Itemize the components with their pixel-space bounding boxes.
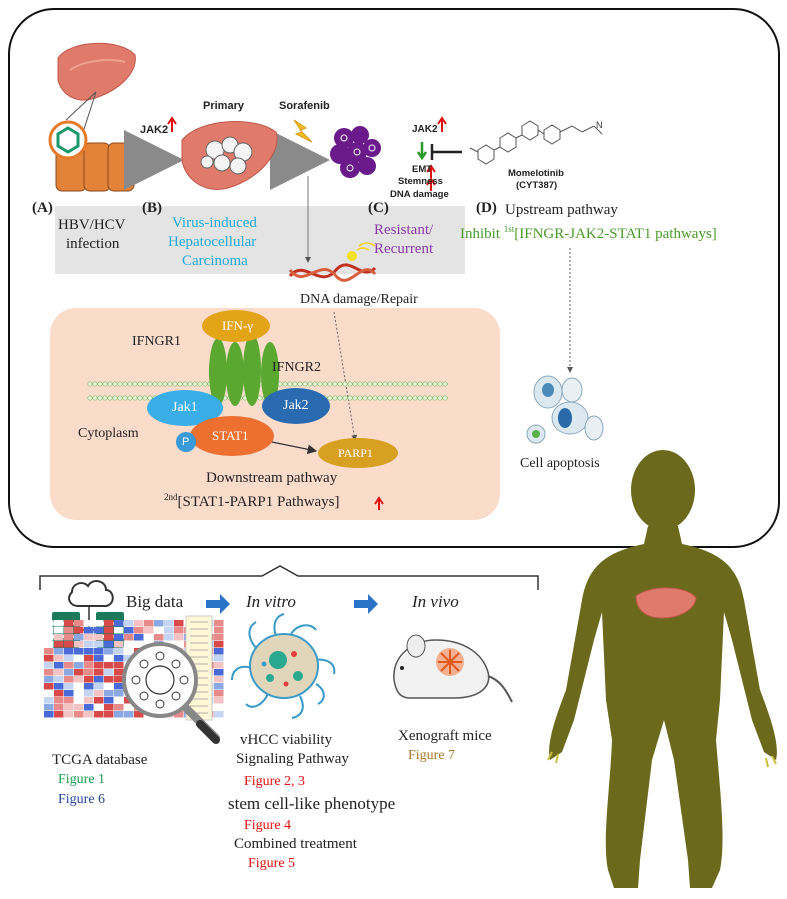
- cytoplasm-label: Cytoplasm: [78, 426, 139, 441]
- dna-to-parp1-line: [333, 311, 358, 441]
- jak2-protein: [262, 388, 330, 424]
- stat1-to-parp1-arrow: [271, 441, 318, 455]
- label-a-letter: (A): [32, 200, 53, 216]
- label-c-line2: Recurrent: [374, 241, 434, 257]
- label-d-line1: Upstream pathway: [505, 202, 618, 218]
- ifn-gamma-ligand: [202, 310, 270, 342]
- label-c-line1: Resistant/: [374, 222, 434, 238]
- figure23-label: Figure 2, 3: [244, 774, 306, 789]
- jak2-label-left: JAK2: [140, 124, 169, 136]
- jak1-label: Jak1: [172, 400, 198, 415]
- lightning-icon: [293, 119, 313, 143]
- label-d-letter: (D): [476, 200, 497, 216]
- stemness-label: Stemness: [398, 176, 443, 187]
- figure7-label: Figure 7: [408, 748, 456, 763]
- molecule-atom-label: N: [596, 120, 603, 130]
- figure1-label: Figure 1: [58, 772, 106, 787]
- drug-code: (CYT387): [516, 180, 558, 191]
- combined-treatment-label: Combined treatment: [234, 836, 357, 852]
- signaling-pathway-label: Signaling Pathway: [236, 751, 349, 767]
- figure4-label: Figure 4: [244, 818, 292, 833]
- dna-repair-label: DNA damage/Repair: [300, 292, 418, 307]
- label-c-letter: (C): [368, 200, 389, 216]
- drug-name: Momelotinib: [508, 168, 564, 179]
- ifngr1-label: IFNGR1: [132, 334, 182, 349]
- dna-icon: [288, 242, 377, 282]
- figure6-label: Figure 6: [58, 792, 106, 807]
- stem-cell-label: stem cell-like phenotype: [228, 794, 396, 813]
- emt-label: EMT: [412, 164, 433, 175]
- ifn-gamma-label: IFN-γ: [222, 318, 254, 333]
- label-b-line1: Virus-induced: [172, 215, 257, 231]
- ifngr2-label: IFNGR2: [272, 360, 322, 375]
- downstream-pathway-label: 2nd[STAT1-PARP1 Pathways]: [164, 492, 340, 510]
- tcga-label: TCGA database: [52, 752, 148, 768]
- green-down-arrow: [416, 142, 428, 161]
- mouse-icon: [393, 634, 513, 703]
- vhcc-viability-label: vHCC viability: [240, 732, 333, 748]
- stage-label-band: [55, 206, 465, 274]
- primary-tumor-liver-icon: [181, 121, 278, 190]
- phosphate-marker: [176, 432, 196, 452]
- cancer-cell-icon: [231, 613, 336, 719]
- figure5-label: Figure 5: [248, 856, 296, 871]
- label-b-letter: (B): [142, 200, 162, 216]
- label-b-line2: Hepatocellular: [168, 234, 257, 250]
- label-a-line2: infection: [66, 236, 120, 252]
- resistant-cells-icon: [330, 126, 381, 178]
- primary-label: Primary: [203, 100, 244, 112]
- stat1-protein: [190, 416, 274, 456]
- downstream-label: Downstream pathway: [206, 470, 338, 486]
- apoptotic-cells-icon: [526, 375, 604, 444]
- phosphate-label: P: [182, 436, 190, 448]
- parp1-protein: [318, 438, 398, 468]
- hepatocyte-cells-icon: [48, 120, 135, 192]
- magnifier-icon: [122, 642, 220, 744]
- red-up-arrows: [167, 116, 447, 510]
- blue-step-arrows: [206, 594, 378, 614]
- liver-icon: [57, 42, 136, 101]
- xenograft-label: Xenograft mice: [398, 728, 492, 744]
- parp1-label: PARP1: [338, 446, 373, 460]
- sorafenib-label: Sorafenib: [279, 100, 330, 112]
- study-bracket: [39, 565, 539, 590]
- ifngr-receptors: [209, 334, 279, 406]
- label-b-line3: Carcinoma: [182, 253, 248, 269]
- molecule-structure-icon: [469, 120, 603, 165]
- jak2-label-right: JAK2: [412, 124, 438, 135]
- main-frame: [8, 8, 780, 548]
- label-d-line2: Inhibit 1st[IFNGR-JAK2-STAT1 pathways]: [460, 224, 717, 242]
- dna-damage-small-label: DNA damage: [390, 189, 449, 200]
- jak2-pathway-label: Jak2: [283, 398, 309, 413]
- apoptosis-label: Cell apoptosis: [520, 456, 600, 471]
- human-body-icon: [547, 450, 777, 888]
- big-data-label: Big data: [126, 592, 184, 611]
- in-vitro-label: In vitro: [246, 592, 296, 611]
- stat1-label: STAT1: [212, 428, 249, 443]
- in-vivo-label: In vivo: [412, 592, 459, 611]
- label-a-line1: HBV/HCV: [58, 217, 126, 233]
- jak1-protein: [147, 390, 223, 426]
